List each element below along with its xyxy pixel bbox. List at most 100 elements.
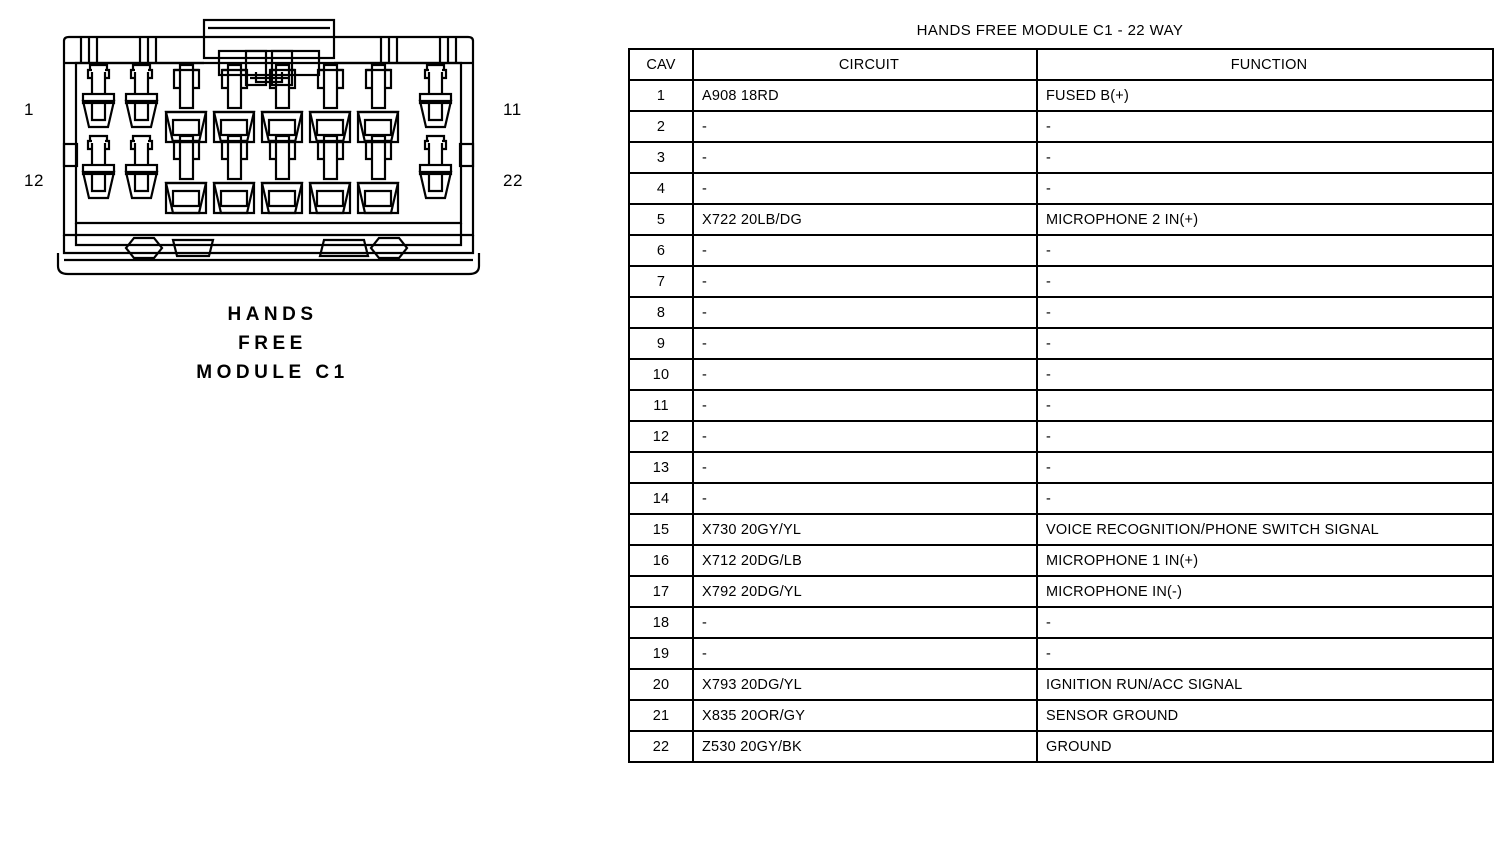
pin-number-top-left: 1: [24, 100, 34, 119]
cavity-small-bottom-right: [418, 134, 453, 200]
cell-function: -: [1036, 141, 1494, 174]
column-header-function: FUNCTION: [1036, 48, 1494, 81]
table-row: 6--: [628, 234, 1494, 267]
cell-cav: 18: [628, 606, 694, 639]
cell-cav: 20: [628, 668, 694, 701]
cell-function: -: [1036, 110, 1494, 143]
pinout-table-panel: HANDS FREE MODULE C1 - 22 WAY CAV CIRCUI…: [628, 22, 1494, 763]
cell-cav: 5: [628, 203, 694, 236]
cell-cav: 22: [628, 730, 694, 763]
cell-cav: 11: [628, 389, 694, 422]
cell-cav: 14: [628, 482, 694, 515]
cell-function: MICROPHONE 2 IN(+): [1036, 203, 1494, 236]
column-header-circuit: CIRCUIT: [692, 48, 1038, 81]
caption-line-2: FREE: [238, 333, 307, 354]
cell-circuit: -: [692, 420, 1038, 453]
cell-function: -: [1036, 451, 1494, 484]
cell-circuit: -: [692, 327, 1038, 360]
table-row: 12--: [628, 420, 1494, 453]
cell-function: IGNITION RUN/ACC SIGNAL: [1036, 668, 1494, 701]
table-row: 18--: [628, 606, 1494, 639]
cell-circuit: X793 20DG/YL: [692, 668, 1038, 701]
cell-function: -: [1036, 482, 1494, 515]
cell-function: -: [1036, 172, 1494, 205]
cell-circuit: X792 20DG/YL: [692, 575, 1038, 608]
cell-circuit: -: [692, 172, 1038, 205]
cell-circuit: -: [692, 606, 1038, 639]
cell-cav: 9: [628, 327, 694, 360]
cavity-large-bottom: [164, 134, 400, 215]
table-row: 19--: [628, 637, 1494, 670]
table-row: 8--: [628, 296, 1494, 329]
cell-cav: 13: [628, 451, 694, 484]
cell-circuit: Z530 20GY/BK: [692, 730, 1038, 763]
column-header-cav: CAV: [628, 48, 694, 81]
caption-line-1: HANDS: [227, 304, 318, 325]
cell-circuit: -: [692, 234, 1038, 267]
cell-function: VOICE RECOGNITION/PHONE SWITCH SIGNAL: [1036, 513, 1494, 546]
cell-cav: 4: [628, 172, 694, 205]
cell-function: MICROPHONE 1 IN(+): [1036, 544, 1494, 577]
cell-circuit: X722 20LB/DG: [692, 203, 1038, 236]
cell-function: FUSED B(+): [1036, 79, 1494, 112]
cell-cav: 12: [628, 420, 694, 453]
cell-circuit: -: [692, 265, 1038, 298]
connector-skirt: [56, 223, 481, 276]
cell-circuit: -: [692, 451, 1038, 484]
cell-circuit: X712 20DG/LB: [692, 544, 1038, 577]
cell-cav: 2: [628, 110, 694, 143]
cell-cav: 19: [628, 637, 694, 670]
connector-caption: HANDS FREE MODULE C1: [0, 300, 545, 387]
cell-cav: 21: [628, 699, 694, 732]
cell-function: -: [1036, 358, 1494, 391]
table-row: 7--: [628, 265, 1494, 298]
cell-cav: 10: [628, 358, 694, 391]
cell-cav: 16: [628, 544, 694, 577]
pin-number-bottom-left: 12: [24, 171, 44, 190]
cell-cav: 6: [628, 234, 694, 267]
cell-function: -: [1036, 296, 1494, 329]
cell-function: -: [1036, 234, 1494, 267]
pin-number-top-right: 11: [503, 100, 522, 119]
cell-circuit: X730 20GY/YL: [692, 513, 1038, 546]
cell-circuit: -: [692, 389, 1038, 422]
cell-cav: 3: [628, 141, 694, 174]
cell-function: -: [1036, 389, 1494, 422]
cavity-small-top-right: [418, 63, 453, 129]
table-title: HANDS FREE MODULE C1 - 22 WAY: [916, 22, 1184, 39]
caption-line-3: MODULE C1: [196, 362, 349, 383]
cell-function: -: [1036, 420, 1494, 453]
connector-illustration: [56, 18, 481, 276]
cell-function: -: [1036, 327, 1494, 360]
cavity-small-bottom: [81, 134, 159, 200]
cell-circuit: -: [692, 637, 1038, 670]
cell-circuit: -: [692, 482, 1038, 515]
cavity-small-top: [81, 63, 159, 129]
cell-circuit: X835 20OR/GY: [692, 699, 1038, 732]
cell-cav: 17: [628, 575, 694, 608]
cell-circuit: A908 18RD: [692, 79, 1038, 112]
cell-function: -: [1036, 265, 1494, 298]
table-row: 2--: [628, 110, 1494, 143]
table-row: 9--: [628, 327, 1494, 360]
cell-cav: 8: [628, 296, 694, 329]
pin-number-bottom-right: 22: [503, 171, 523, 190]
table-row: 14--: [628, 482, 1494, 515]
cell-function: -: [1036, 637, 1494, 670]
cell-circuit: -: [692, 110, 1038, 143]
table-row: 11--: [628, 389, 1494, 422]
cell-function: -: [1036, 606, 1494, 639]
table-row: 13--: [628, 451, 1494, 484]
table-row: 10--: [628, 358, 1494, 391]
cell-circuit: -: [692, 296, 1038, 329]
